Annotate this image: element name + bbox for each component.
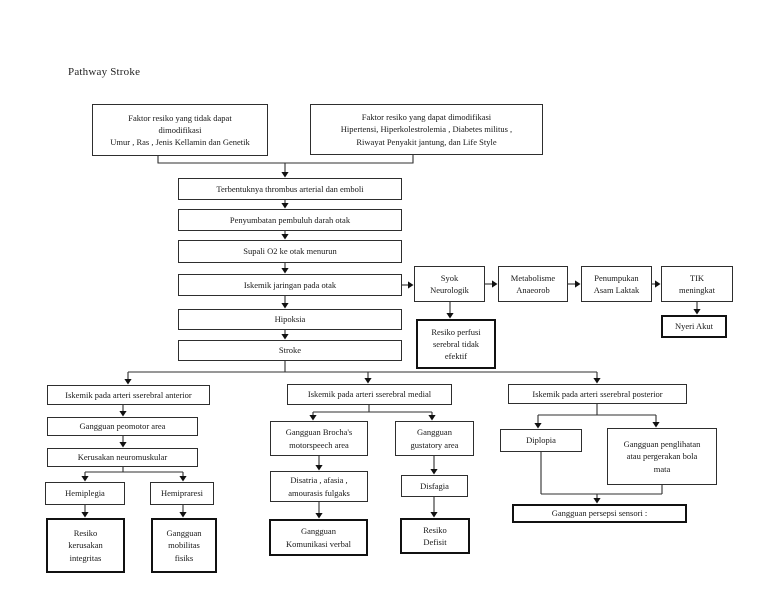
node-metabolisme-anaeorob: Metabolisme Anaeorob — [498, 266, 568, 302]
node-iskemik-sserebral-medial: Iskemik pada arteri sserebral medial — [287, 384, 452, 405]
node-iskemik-jaringan-otak: Iskemik jaringan pada otak — [178, 274, 402, 296]
node-stroke: Stroke — [178, 340, 402, 361]
node-disatria-afasia: Disatria , afasia , amourasis fulgaks — [270, 471, 368, 502]
node-faktor-tidak-dapat-dimodifikasi: Faktor resiko yang tidak dapat dimodifik… — [92, 104, 268, 156]
node-gangguan-mobilitas-fisik: Gangguan mobilitas fisiks — [151, 518, 217, 573]
node-diplopia: Diplopia — [500, 429, 582, 452]
node-iskemik-sserebral-anterior: Iskemik pada arteri sserebral anterior — [47, 385, 210, 405]
node-faktor-dapat-dimodifikasi: Faktor resiko yang dapat dimodifikasi Hi… — [310, 104, 543, 155]
node-kerusakan-neuromuskular: Kerusakan neuromuskular — [47, 448, 198, 467]
node-hemipraresi: Hemipraresi — [150, 482, 214, 505]
node-gangguan-persepsi-sensori: Gangguan persepsi sensori : — [512, 504, 687, 523]
node-hemiplegia: Hemiplegia — [45, 482, 125, 505]
node-penyumbatan-pembuluh: Penyumbatan pembuluh darah otak — [178, 209, 402, 231]
node-syok-neurologik: Syok Neurologik — [414, 266, 485, 302]
node-resiko-kerusakan-integritas: Resiko kerusakan integritas — [46, 518, 125, 573]
node-terbentuknya-thrombus: Terbentuknya thrombus arterial dan embol… — [178, 178, 402, 200]
node-gangguan-gustatory: Gangguan gustatory area — [395, 421, 474, 456]
page-title: Pathway Stroke — [68, 66, 141, 78]
node-penumpukan-asam-laktak: Penumpukan Asam Laktak — [581, 266, 652, 302]
node-iskemik-sserebral-posterior: Iskemik pada arteri sserebral posterior — [508, 384, 687, 404]
node-gangguan-peomotor-area: Gangguan peomotor area — [47, 417, 198, 436]
node-gangguan-brocha-motorspeech: Gangguan Brocha's motorspeech area — [270, 421, 368, 456]
node-supali-o2-menurun: Supali O2 ke otak menurun — [178, 240, 402, 263]
node-resiko-defisit: Resiko Defisit — [400, 518, 470, 554]
node-nyeri-akut: Nyeri Akut — [661, 315, 727, 338]
node-tik-meningkat: TIK meningkat — [661, 266, 733, 302]
node-gangguan-penglihatan: Gangguan penglihatan atau pergerakan bol… — [607, 428, 717, 485]
node-hipoksia: Hipoksia — [178, 309, 402, 330]
node-resiko-perfusi-serebral: Resiko perfusi serebral tidak efektif — [416, 319, 496, 369]
node-disfagia: Disfagia — [401, 475, 468, 497]
node-gangguan-komunikasi-verbal: Gangguan Komunikasi verbal — [269, 519, 368, 556]
